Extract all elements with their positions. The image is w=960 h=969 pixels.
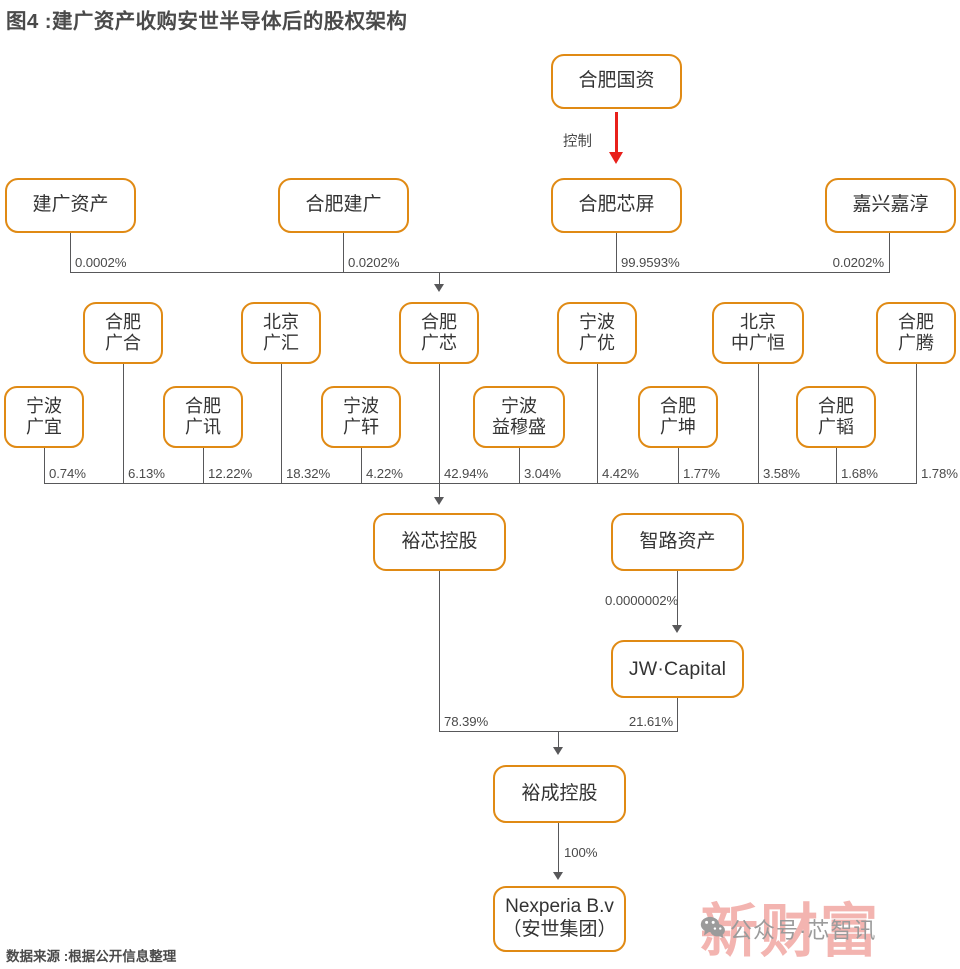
- edge-hefei-xinping-down: [616, 233, 617, 273]
- pct-hefei-guangxun: 12.22%: [208, 466, 253, 481]
- control-edge-line: [615, 112, 618, 156]
- edge-yuxin-down: [439, 571, 440, 732]
- pct-hefei-guangtao: 1.68%: [841, 466, 878, 481]
- edge-tier4-arrowhead: [553, 747, 563, 755]
- node-jw-capital[interactable]: JW·Capital: [611, 640, 744, 698]
- pct-jw-capital: 21.61%: [628, 714, 673, 729]
- tier2-bus: [44, 483, 916, 484]
- edge-tier2-to-yuxin: [439, 483, 440, 501]
- edge-tier1-arrowhead: [434, 284, 444, 292]
- edge-jw-down: [677, 698, 678, 732]
- edge-hefei-guangtao-down: [836, 448, 837, 484]
- node-ningbo-yimusheng[interactable]: 宁波 益穆盛: [473, 386, 565, 448]
- node-hefei-guangtao[interactable]: 合肥 广韬: [796, 386, 876, 448]
- pct-hefei-guangxin: 42.94%: [444, 466, 489, 481]
- pct-jianguang-zichan: 0.0002%: [75, 255, 127, 270]
- data-source-note: 数据来源 :根据公开信息整理: [6, 949, 177, 964]
- control-edge-arrowhead: [609, 152, 623, 164]
- edge-hefei-jianguang-down: [343, 233, 344, 273]
- edge-yucheng-to-nexperia: [558, 823, 559, 877]
- edge-hefei-guangxin-down: [439, 364, 440, 484]
- edge-hefei-guangteng-down: [916, 364, 917, 484]
- node-nexperia[interactable]: Nexperia B.v （安世集团）: [493, 886, 626, 952]
- pct-ningbo-yimusheng: 3.04%: [524, 466, 561, 481]
- node-hefei-guozi[interactable]: 合肥国资: [551, 54, 682, 109]
- node-jianguang-zichan[interactable]: 建广资产: [5, 178, 136, 233]
- edge-hefei-guangkun-down: [678, 448, 679, 484]
- node-hefei-guangxun[interactable]: 合肥 广讯: [163, 386, 243, 448]
- pct-beijing-guanghui: 18.32%: [286, 466, 331, 481]
- edge-tier4-to-yucheng: [558, 731, 559, 751]
- pct-hefei-guangkun: 1.77%: [683, 466, 720, 481]
- tier1-bus: [70, 272, 890, 273]
- edge-beijing-guanghui-down: [281, 364, 282, 484]
- edge-ningbo-guangxuan-down: [361, 448, 362, 484]
- node-hefei-guangkun[interactable]: 合肥 广坤: [638, 386, 718, 448]
- pct-ningbo-guangyi: 0.74%: [49, 466, 86, 481]
- pct-hefei-jianguang: 0.0202%: [348, 255, 400, 270]
- pct-jiaxing-jiachun: 0.0202%: [832, 255, 884, 270]
- edge-ningbo-yimusheng-down: [519, 448, 520, 484]
- control-edge-label: 控制: [563, 134, 592, 150]
- pct-ningbo-guangxuan: 4.22%: [366, 466, 403, 481]
- edge-ningbo-guangyi-down: [44, 448, 45, 484]
- pct-yucheng-konggu: 100%: [564, 845, 598, 860]
- watermark-account: 公众号·芯智讯: [730, 918, 877, 943]
- edge-hefei-guangxun-down: [203, 448, 204, 484]
- page-title: 图4 :建广资产收购安世半导体后的股权架构: [6, 10, 408, 33]
- pct-hefei-xinping: 99.9593%: [621, 255, 680, 270]
- node-hefei-guangteng[interactable]: 合肥 广腾: [876, 302, 956, 364]
- node-yucheng-konggu[interactable]: 裕成控股: [493, 765, 626, 823]
- edge-jiaxing-jiachun-down: [889, 233, 890, 273]
- edge-zhilu-to-jw-arrowhead: [672, 625, 682, 633]
- pct-yuxin-konggu: 78.39%: [444, 714, 489, 729]
- edge-zhilu-to-jw: [677, 571, 678, 629]
- pct-beijing-zhongguangheng: 3.58%: [763, 466, 800, 481]
- node-hefei-guanghe[interactable]: 合肥 广合: [83, 302, 163, 364]
- node-zhilu-zichan[interactable]: 智路资产: [611, 513, 744, 571]
- pct-ningbo-guangyou: 4.42%: [602, 466, 639, 481]
- node-ningbo-guangyou[interactable]: 宁波 广优: [557, 302, 637, 364]
- edge-tier1-to-hefei-guangxin: [439, 272, 440, 288]
- edge-tier2-arrowhead: [434, 497, 444, 505]
- node-ningbo-guangyi[interactable]: 宁波 广宜: [4, 386, 84, 448]
- node-yuxin-konggu[interactable]: 裕芯控股: [373, 513, 506, 571]
- node-beijing-zhongguangheng[interactable]: 北京 中广恒: [712, 302, 804, 364]
- edge-yucheng-arrowhead: [553, 872, 563, 880]
- watermark-brand: 新财富: [700, 897, 881, 965]
- edge-jianguang-zichan-down: [70, 233, 71, 273]
- pct-zhilu-zichan: 0.0000002%: [605, 593, 679, 608]
- pct-hefei-guangteng: 1.78%: [921, 466, 958, 481]
- edge-hefei-guanghe-down: [123, 364, 124, 484]
- node-hefei-guangxin[interactable]: 合肥 广芯: [399, 302, 479, 364]
- node-hefei-xinping[interactable]: 合肥芯屏: [551, 178, 682, 233]
- edge-ningbo-guangyou-down: [597, 364, 598, 484]
- node-ningbo-guangxuan[interactable]: 宁波 广轩: [321, 386, 401, 448]
- node-jiaxing-jiachun[interactable]: 嘉兴嘉淳: [825, 178, 956, 233]
- wechat-icon: [700, 916, 725, 938]
- node-hefei-jianguang[interactable]: 合肥建广: [278, 178, 409, 233]
- edge-beijing-zhongguangheng-down: [758, 364, 759, 484]
- node-beijing-guanghui[interactable]: 北京 广汇: [241, 302, 321, 364]
- pct-hefei-guanghe: 6.13%: [128, 466, 165, 481]
